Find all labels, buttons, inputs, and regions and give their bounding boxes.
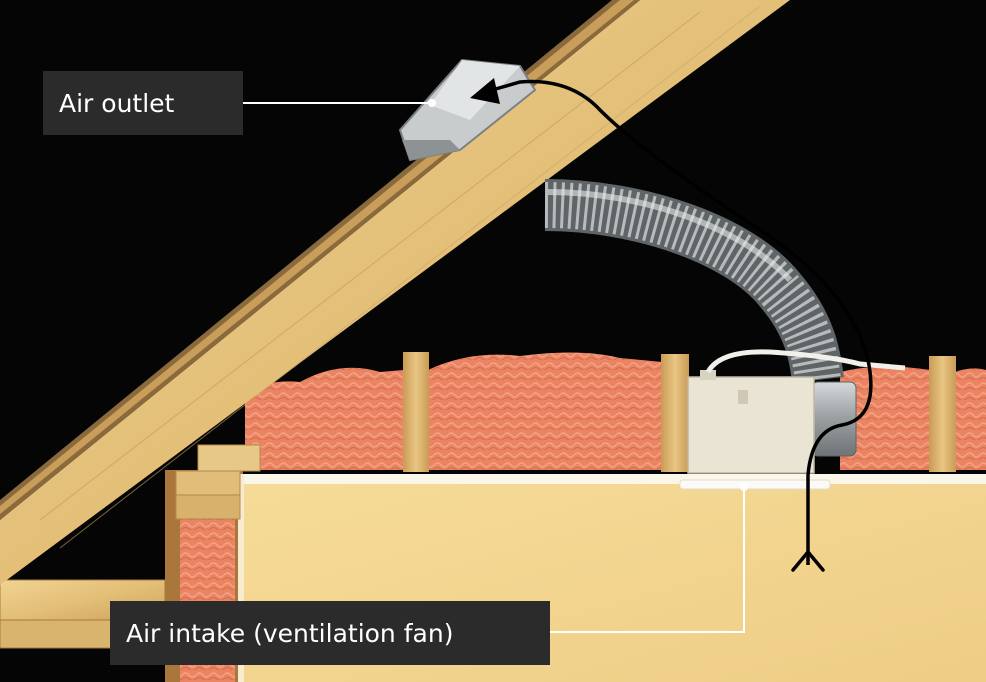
airflow-arrowhead-outlet (470, 78, 500, 104)
duct-collar (811, 381, 857, 457)
ceiling-joist (929, 356, 956, 472)
intake-leader-dot (740, 483, 748, 491)
fan-mount (700, 370, 716, 380)
ceiling-panel-edge (238, 474, 986, 484)
top-plate (175, 470, 241, 496)
airflow-line (491, 79, 873, 565)
ceiling-panel-left-edge (238, 474, 244, 682)
outlet-leader-dot (428, 99, 436, 107)
airflow-arrowhead-intake (791, 549, 825, 572)
ceiling-joist (661, 354, 689, 472)
ceiling-joist (403, 352, 429, 472)
air-intake-label: Air intake (ventilation fan) (110, 601, 550, 665)
top-plate (175, 494, 241, 520)
insulation-batt (840, 366, 930, 470)
intake-grille (679, 479, 831, 490)
air-outlet-label: Air outlet (43, 71, 243, 135)
air-outlet-vent (398, 58, 537, 162)
electrical-cable (705, 349, 906, 374)
insulation-batt (955, 368, 986, 470)
insulation-batt (428, 352, 662, 470)
rafter-grain (39, 11, 701, 521)
rafter-grain (59, 5, 761, 549)
flex-duct (544, 182, 841, 383)
roof-rafter (0, 0, 790, 585)
insulation-batt (245, 367, 404, 470)
fan-label-plate (738, 390, 748, 404)
fan-housing (687, 376, 815, 474)
top-plate (197, 444, 261, 472)
flex-duct-highlight (547, 189, 793, 283)
intake-leader-line (550, 487, 745, 633)
